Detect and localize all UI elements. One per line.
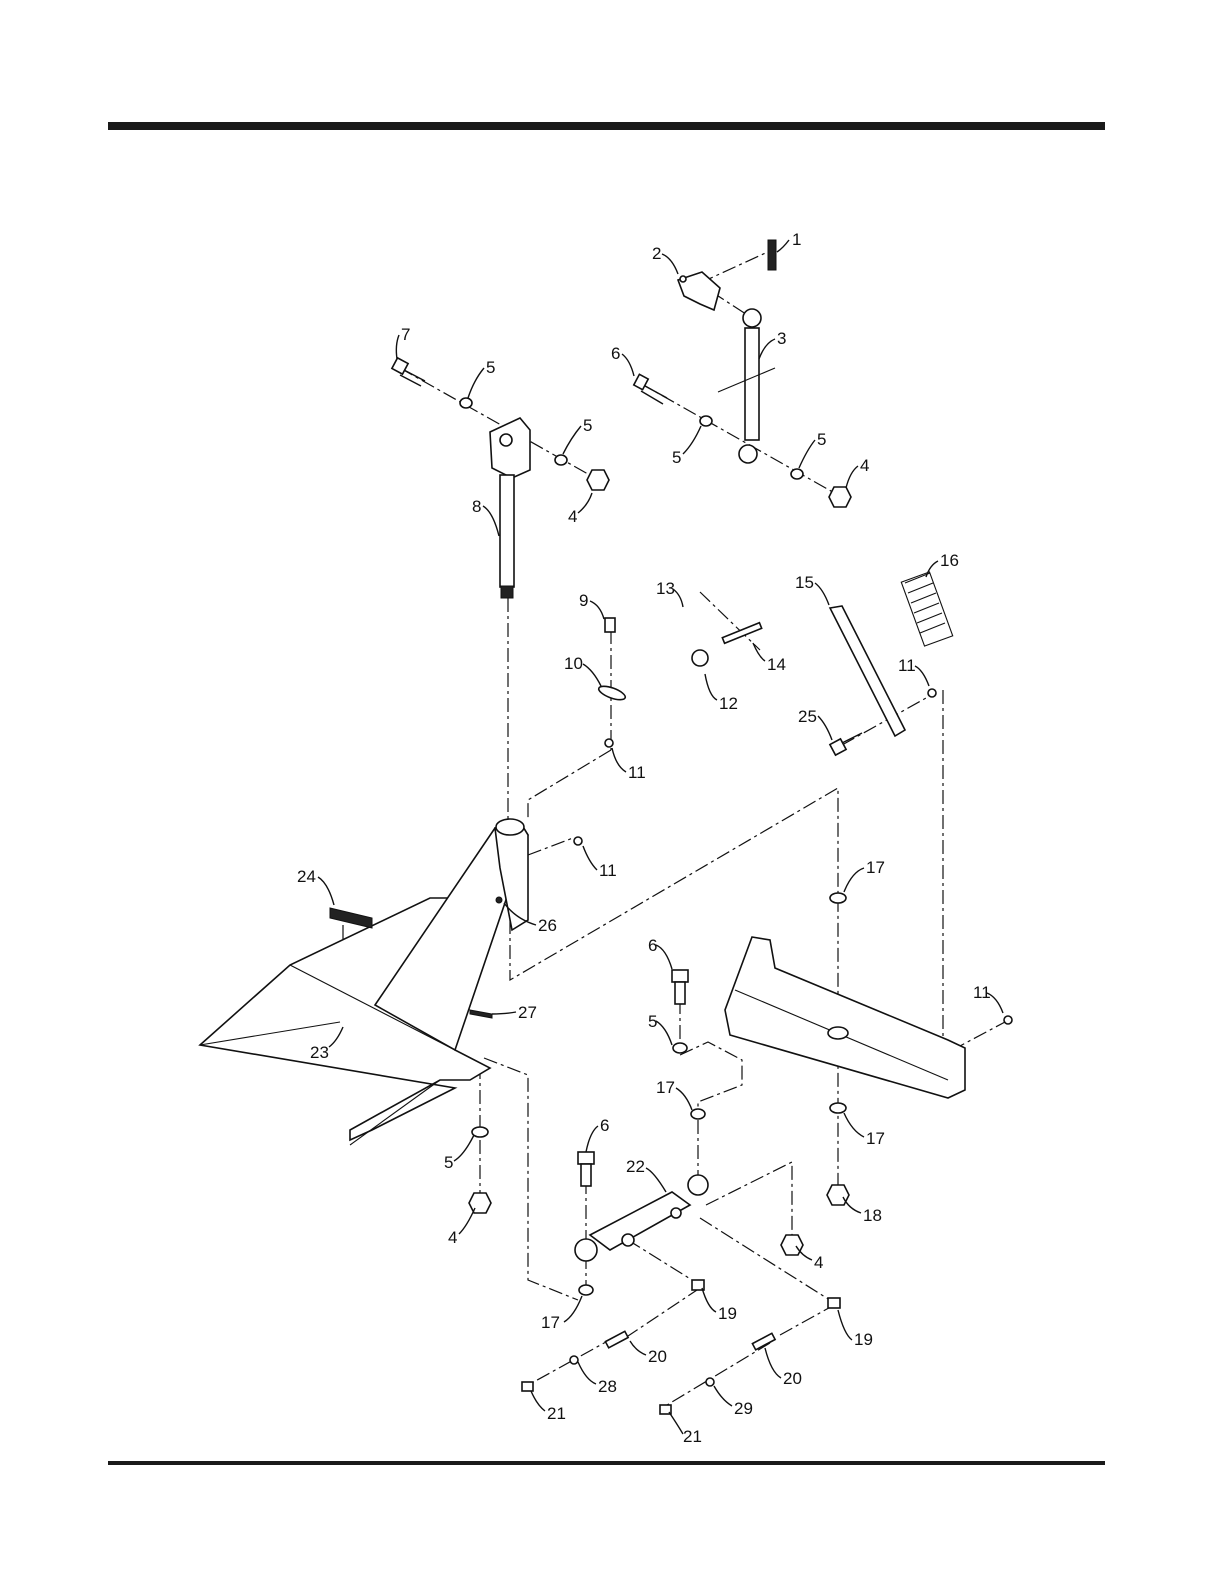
part-16-spring <box>901 572 952 646</box>
part-rear-bracket <box>725 937 965 1098</box>
part-14-clevis-pin <box>722 623 761 644</box>
part-24-decal <box>330 908 372 928</box>
callout-5-e: 5 <box>648 1012 657 1031</box>
callout-6-top: 6 <box>611 344 620 363</box>
part-12-cotter <box>692 650 708 666</box>
leader-lines <box>318 240 1003 1434</box>
callout-25: 25 <box>798 707 817 726</box>
callout-6-b: 6 <box>648 936 657 955</box>
part-11-clips <box>574 689 1012 1024</box>
callout-7: 7 <box>401 325 410 344</box>
callout-9: 9 <box>579 591 588 610</box>
part-23-main-frame <box>200 819 528 1145</box>
callout-21-b: 21 <box>683 1427 702 1446</box>
callout-22: 22 <box>626 1157 645 1176</box>
callout-4-a: 4 <box>568 507 577 526</box>
callout-18: 18 <box>863 1206 882 1225</box>
callout-15: 15 <box>795 573 814 592</box>
part-1-grease-fitting <box>768 240 776 270</box>
callout-21-a: 21 <box>547 1404 566 1423</box>
callout-4-d: 4 <box>814 1253 823 1272</box>
part-7-bolt <box>392 358 425 386</box>
callout-12: 12 <box>719 694 738 713</box>
callout-17-c: 17 <box>866 1129 885 1148</box>
callout-2: 2 <box>652 244 661 263</box>
callout-4-b: 4 <box>860 456 869 475</box>
part-2-mounting-plate <box>678 272 720 310</box>
callout-5-c: 5 <box>672 448 681 467</box>
callout-16: 16 <box>940 551 959 570</box>
callout-8: 8 <box>472 497 481 516</box>
callout-20-a: 20 <box>648 1347 667 1366</box>
part-9-pin <box>605 618 615 632</box>
callout-23: 23 <box>310 1043 329 1062</box>
callout-5-f: 5 <box>444 1153 453 1172</box>
callout-28: 28 <box>598 1377 617 1396</box>
callout-17-a: 17 <box>866 858 885 877</box>
callout-3: 3 <box>777 329 786 348</box>
callout-24: 24 <box>297 867 316 886</box>
callout-17-d: 17 <box>541 1313 560 1332</box>
callout-19-a: 19 <box>718 1304 737 1323</box>
part-26-fitting <box>496 897 502 903</box>
part-22-cylinder <box>575 1175 708 1261</box>
part-21-caps <box>522 1382 671 1414</box>
part-4-nuts-top <box>587 470 851 507</box>
callout-1: 1 <box>792 230 801 249</box>
callout-5-d: 5 <box>817 430 826 449</box>
part-25-bolt <box>830 733 862 755</box>
callout-13: 13 <box>656 579 675 598</box>
callout-6-c: 6 <box>600 1116 609 1135</box>
part-3-top-link <box>718 309 775 463</box>
part-19-fittings <box>692 1280 840 1308</box>
part-6-bolt-top <box>634 374 667 404</box>
part-5-washers-lower <box>472 1043 687 1137</box>
part-27-decal <box>470 1010 492 1018</box>
callout-10: 10 <box>564 654 583 673</box>
callout-11-a: 11 <box>898 656 916 675</box>
assembly-lines <box>343 250 1005 1405</box>
callout-14: 14 <box>767 655 786 674</box>
part-15-lever <box>830 606 905 736</box>
callout-4-c: 4 <box>448 1228 457 1247</box>
callout-17-b: 17 <box>656 1078 675 1097</box>
callout-11-d: 11 <box>973 983 991 1002</box>
callout-11-b: 11 <box>628 763 646 782</box>
callout-labels: 1 2 3 6 7 5 5 5 5 4 4 8 16 15 13 9 10 14… <box>297 230 991 1446</box>
part-10-link <box>597 684 627 703</box>
part-8-mast-clevis <box>490 418 530 598</box>
callout-5-a: 5 <box>486 358 495 377</box>
callout-5-b: 5 <box>583 416 592 435</box>
callout-26: 26 <box>538 916 557 935</box>
callout-27: 27 <box>518 1003 537 1022</box>
callout-11-c: 11 <box>599 861 617 880</box>
callout-29: 29 <box>734 1399 753 1418</box>
callout-19-b: 19 <box>854 1330 873 1349</box>
callout-20-b: 20 <box>783 1369 802 1388</box>
